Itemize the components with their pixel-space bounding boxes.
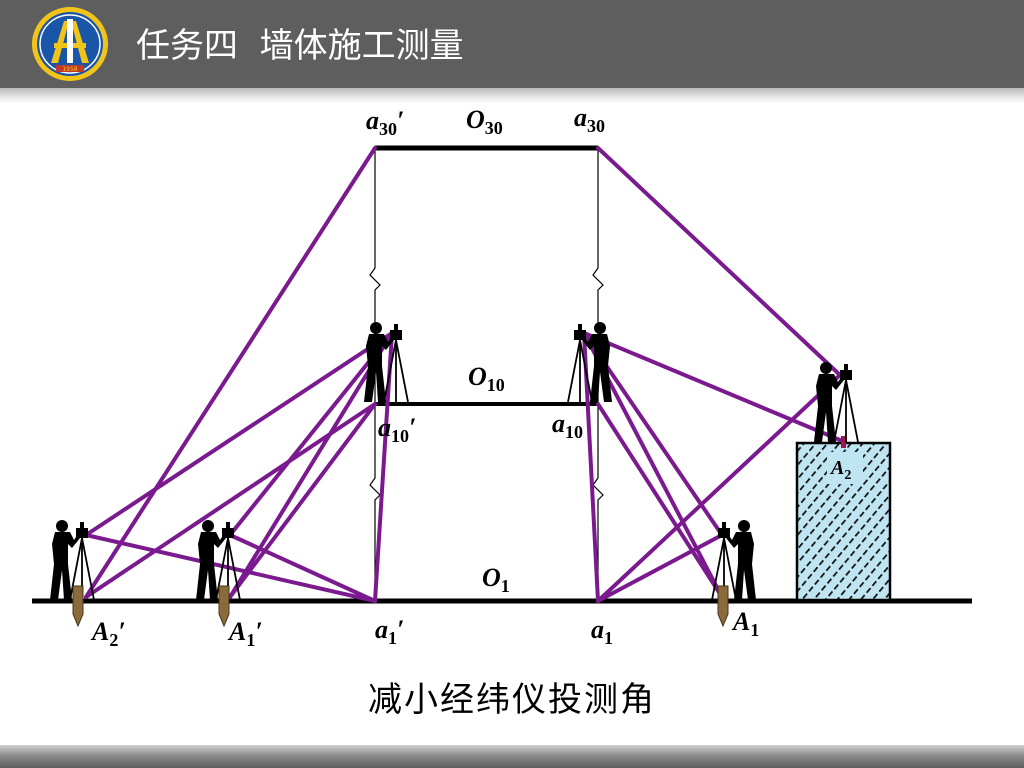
sight-line: [596, 402, 724, 599]
label-A1-prime: A1′: [227, 617, 263, 650]
label-a30: a30: [574, 103, 605, 136]
footer-bar: [0, 745, 1024, 768]
sight-line: [84, 146, 377, 599]
label-a30-prime: a30′: [366, 106, 404, 139]
school-logo: 1958: [32, 7, 108, 81]
sight-line: [596, 533, 724, 603]
label-a10-prime: a10′: [378, 413, 416, 446]
sight-line: [84, 533, 377, 603]
svg-text:1958: 1958: [62, 66, 77, 73]
label-o30: O30: [466, 105, 503, 138]
sight-line: [84, 331, 394, 537]
surveyor-icon: [813, 361, 859, 443]
stake-icon: [717, 585, 729, 628]
label-o1: O1: [482, 563, 510, 596]
stake-icon: [72, 585, 84, 628]
label-o10: O10: [468, 362, 505, 395]
label-a1: a1: [591, 615, 613, 648]
surveyor-icon: [49, 519, 95, 601]
sight-line: [228, 533, 377, 603]
label-A2-prime: A2′: [90, 617, 126, 650]
point-marker-a2: [841, 436, 846, 448]
sight-line: [582, 331, 842, 442]
header-bar: [0, 0, 1024, 88]
stake-icon: [218, 585, 230, 628]
sight-lines: [84, 146, 842, 603]
surveyor-icon: [363, 321, 409, 403]
sight-line: [228, 331, 394, 599]
label-a1-prime: a1′: [375, 615, 404, 648]
label-A1: A1: [731, 607, 759, 640]
header-strip: [0, 88, 1024, 104]
sight-line: [228, 331, 394, 537]
caption: 减小经纬仪投测角: [368, 680, 656, 720]
sight-line: [582, 331, 600, 603]
sight-line: [596, 373, 842, 603]
page-title: 任务四 墙体施工测量: [136, 26, 464, 66]
a2-label-panel: [827, 452, 863, 484]
stakes: [72, 585, 729, 628]
sight-line: [228, 402, 377, 599]
sight-line: [596, 146, 842, 377]
label-A2: A2: [829, 457, 851, 483]
label-a10: a10: [552, 409, 583, 442]
